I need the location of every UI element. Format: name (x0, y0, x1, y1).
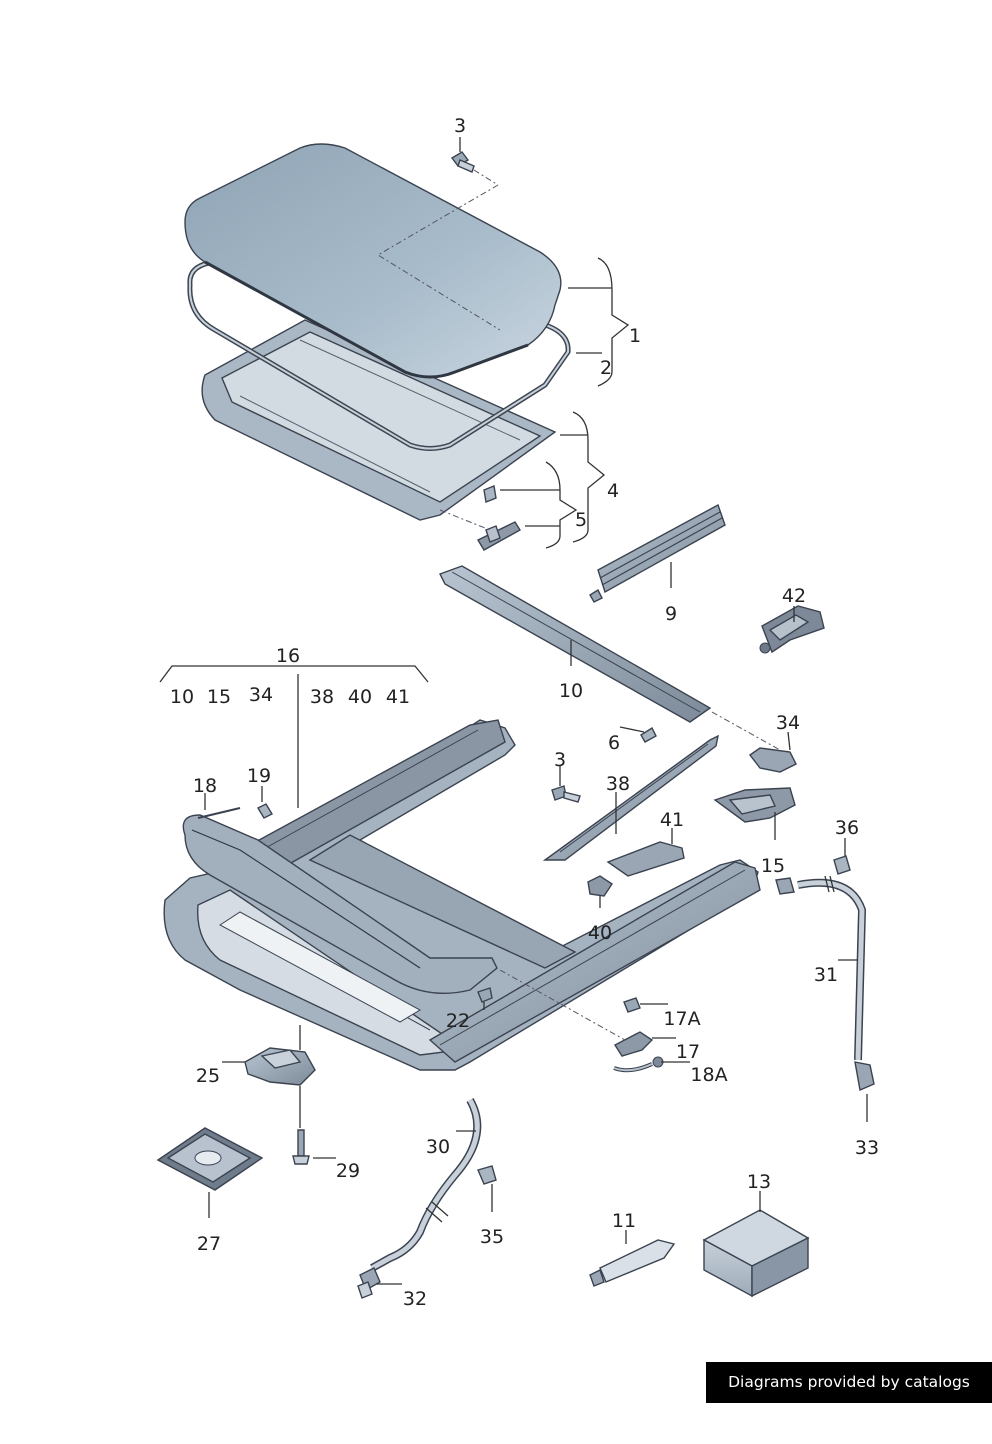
wind-deflector-seal (182, 807, 498, 995)
screw-17A (623, 997, 641, 1013)
callout-6: 6 (608, 732, 620, 754)
callout-2: 2 (600, 357, 612, 379)
callout-5: 5 (575, 509, 587, 531)
callout-labels: 3 1 2 4 5 9 42 10 16 10 15 34 38 40 41 3… (170, 115, 879, 1310)
callout-22: 22 (446, 1010, 470, 1032)
callout-10: 10 (559, 680, 583, 702)
callout-38: 38 (606, 773, 630, 795)
callout-3-screw: 3 (554, 749, 566, 771)
sunroof-exploded-diagram: 3 1 2 4 5 9 42 10 16 10 15 34 38 40 41 3… (156, 115, 879, 1310)
callout-25: 25 (196, 1065, 220, 1087)
glass-panel (184, 143, 562, 379)
spring-6 (640, 726, 657, 743)
control-unit-27 (156, 1127, 264, 1191)
callout-32: 32 (403, 1288, 427, 1310)
callout-9: 9 (665, 603, 677, 625)
sunroof-frame-tray (201, 319, 557, 521)
drive-motor (244, 1047, 316, 1086)
screw-29 (292, 1129, 310, 1165)
callout-17A: 17A (663, 1008, 700, 1030)
group-item-38: 38 (310, 686, 334, 708)
grease-tube (589, 1239, 676, 1287)
callout-33: 33 (855, 1137, 879, 1159)
callout-1: 1 (629, 325, 641, 347)
callout-42: 42 (782, 585, 806, 607)
group-item-34: 34 (249, 684, 273, 706)
glass-seal (187, 259, 571, 451)
callout-35: 35 (480, 1226, 504, 1248)
callout-15: 15 (761, 855, 785, 877)
drain-connector (759, 605, 825, 654)
rear-cross-member (428, 861, 761, 1063)
credit-banner: Diagrams provided by catalogs parts (706, 1362, 992, 1432)
group-item-40: 40 (348, 686, 372, 708)
callout-30: 30 (426, 1136, 450, 1158)
callout-17: 17 (676, 1041, 700, 1063)
glass-center-line (377, 184, 501, 331)
drain-hose-front (357, 1098, 482, 1299)
callout-34: 34 (776, 712, 800, 734)
callout-31: 31 (814, 964, 838, 986)
bracket-15 (713, 787, 796, 823)
bracket-34 (748, 747, 797, 773)
callout-4: 4 (607, 480, 619, 502)
callout-13: 13 (747, 1171, 771, 1193)
drain-hose-rear (775, 877, 875, 1091)
bracket-17 (613, 1031, 654, 1057)
callout-40: 40 (588, 922, 612, 944)
callout-11: 11 (612, 1210, 636, 1232)
screw-22 (477, 987, 493, 1003)
cap-36 (833, 855, 851, 875)
bracket-38-arm (542, 734, 719, 861)
parts-box (702, 1209, 810, 1298)
group-item-15: 15 (207, 686, 231, 708)
deflector-rail (589, 503, 726, 603)
callout-41: 41 (660, 809, 684, 831)
bolt-3-lower (551, 785, 581, 803)
clip-19 (257, 803, 273, 819)
callout-18: 18 (193, 775, 217, 797)
callout-29: 29 (336, 1160, 360, 1182)
clip-35 (477, 1165, 497, 1185)
group-item-10: 10 (170, 686, 194, 708)
callout-36: 36 (835, 817, 859, 839)
callout-16: 16 (276, 645, 300, 667)
callout-27: 27 (197, 1233, 221, 1255)
callout-18A: 18A (690, 1064, 727, 1086)
bolt-top (450, 151, 475, 173)
leader-lines (159, 137, 868, 1285)
callout-19: 19 (247, 765, 271, 787)
group-item-41: 41 (386, 686, 410, 708)
front-trim-strip (439, 565, 712, 723)
callout-3-bolt: 3 (454, 115, 466, 137)
slide-40 (587, 875, 613, 897)
guide-clip (477, 485, 521, 551)
guide-41 (606, 841, 685, 877)
hose-18A (613, 1056, 664, 1073)
